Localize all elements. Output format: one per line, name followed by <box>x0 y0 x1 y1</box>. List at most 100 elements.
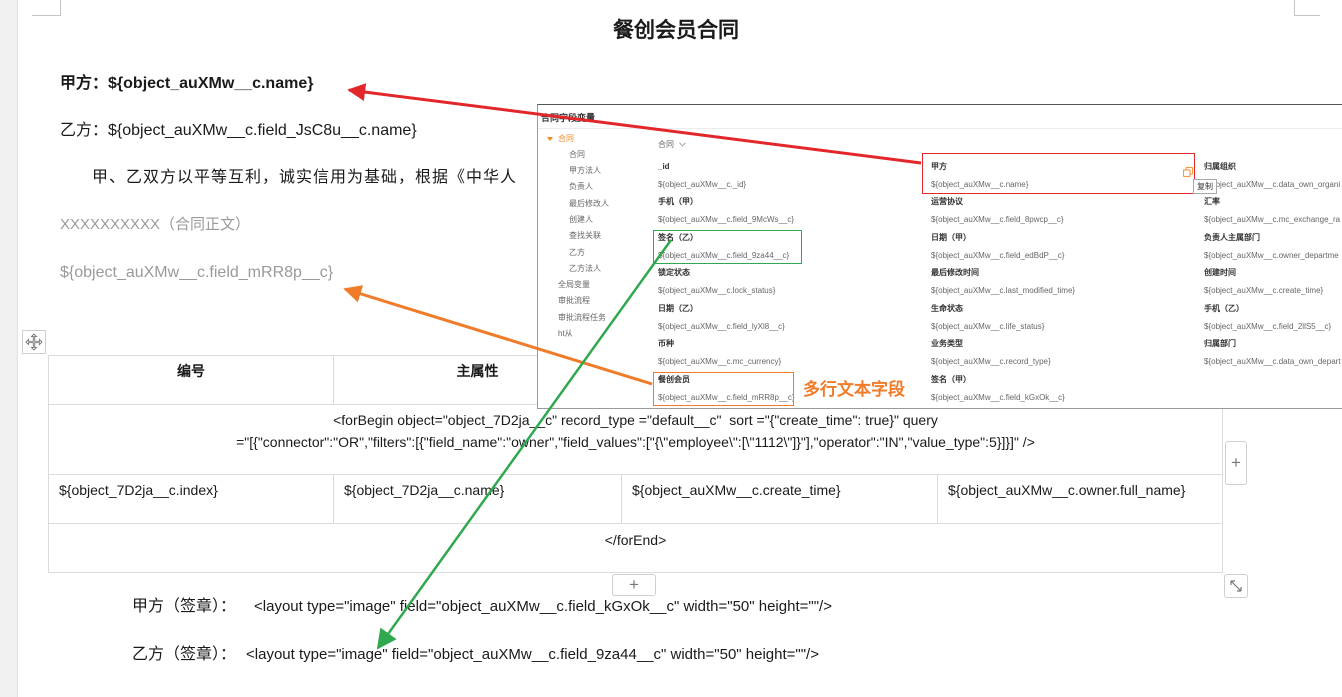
field-item[interactable]: 归属部门 ${object_auXMw__c.data_own_depart <box>1199 337 1342 373</box>
panel-title: 合同字段变量 <box>541 113 596 123</box>
signature-label: 乙方（签章）： <box>132 644 237 663</box>
field-label: 手机（甲） <box>658 197 698 206</box>
section-label: 合同 <box>658 139 674 149</box>
field-variable: ${object_auXMw__c.data_own_depart <box>1204 357 1341 366</box>
tree-item-party-b-legal[interactable]: 乙方法人 <box>569 263 601 273</box>
tree-item-approval-task[interactable]: 审批流程任务 <box>558 312 606 322</box>
field-variable: ${object_auXMw__c.lock_status} <box>658 286 776 295</box>
field-variable: ${object_auXMw__c.field_9za44__c} <box>658 250 790 260</box>
table-move-handle[interactable] <box>22 330 46 354</box>
signature-layout-tag: <layout type="image" field="object_auXMw… <box>246 646 819 663</box>
for-end-row: </forEnd> <box>48 523 1223 573</box>
signature-line-party-a: 甲方（签章）：<layout type="image" field="objec… <box>132 596 832 617</box>
section-selector[interactable]: 合同 <box>658 139 686 150</box>
field-label: 签名（甲） <box>931 374 971 384</box>
field-item[interactable]: _id ${object_auXMw__c._id} <box>653 159 926 195</box>
add-column-button[interactable]: + <box>1225 441 1247 485</box>
for-begin-row: <forBegin object="object_7D2ja__c" recor… <box>48 404 1223 475</box>
field-label: 餐创会员 <box>658 374 690 384</box>
tree-item-contract-self[interactable]: 合同 <box>569 149 585 159</box>
field-item[interactable]: 锁定状态 ${object_auXMw__c.lock_status} <box>653 266 926 302</box>
loop-cell-owner: ${object_auXMw__c.owner.full_name} <box>937 474 1223 524</box>
copy-icon[interactable] <box>1183 167 1193 177</box>
field-variable: ${object_auXMw__c.field_2llS5__c} <box>1204 321 1332 331</box>
tree-item-approval-flow[interactable]: 审批流程 <box>558 296 590 306</box>
field-variable: ${object_auXMw__c.record_type} <box>931 357 1051 366</box>
table-header-cell-number: 编号 <box>48 355 334 405</box>
tree-item-last-modifier[interactable]: 最后修改人 <box>569 198 609 208</box>
field-label: 手机（乙） <box>1204 303 1244 313</box>
field-variable: ${object_auXMw__c.mc_currency} <box>658 357 782 366</box>
field-variable: ${object_auXMw__c.create_time} <box>1204 286 1324 295</box>
field-item[interactable]: 手机（甲） ${object_auXMw__c.field_9McWs__c} <box>653 195 926 231</box>
field-item[interactable]: 手机（乙） ${object_auXMw__c.field_2llS5__c} <box>1199 301 1342 337</box>
tree-item-detail[interactable]: ht从 <box>558 329 573 339</box>
field-variable: ${object_auXMw__c.mc_exchange_ra <box>1204 215 1341 224</box>
tree-item-global-variables[interactable]: 全局变量 <box>558 280 590 290</box>
field-label: 归属组织 <box>1204 161 1236 171</box>
panel-tree: 合同 合同 甲方法人 负责人 最后修改人 创建人 查找关联 乙方 乙方法人 全局… <box>538 133 650 345</box>
intro-paragraph: 甲、乙双方以平等互利，诚实信用为基础，根据《中华人 <box>92 167 518 186</box>
page-corner-mark-top-left <box>32 0 61 16</box>
loop-cell-name: ${object_7D2ja__c.name} <box>333 474 622 524</box>
table-resize-handle[interactable] <box>1224 574 1248 598</box>
loop-cell-index: ${object_7D2ja__c.index} <box>48 474 334 524</box>
tree-item-owner[interactable]: 负责人 <box>569 182 593 192</box>
field-variable-panel: 合同字段变量 合同 合同 甲方法人 负责人 最后修改人 创建人 查找关联 乙方 … <box>537 104 1342 409</box>
resize-icon <box>1230 580 1242 592</box>
field-variable: ${object_auXMw__c._id} <box>658 179 747 189</box>
field-label: 签名（乙） <box>658 232 698 242</box>
field-grid: _id ${object_auXMw__c._id} 甲方${object_auX… <box>653 159 1342 408</box>
tree-item-creator[interactable]: 创建人 <box>569 214 593 224</box>
field-variable: ${object_auXMw__c.field_mRR8p__c} <box>658 392 795 402</box>
body-placeholder: XXXXXXXXXX（合同正文） <box>60 216 251 233</box>
party-b-label: 乙方： <box>60 120 109 139</box>
body-multiline-field: ${object_auXMw__c.field_mRR8p__c} <box>60 264 334 281</box>
field-label: 锁定状态 <box>658 268 690 277</box>
field-variable: ${object_auXMw__c.field_lyXl8__c} <box>658 321 785 331</box>
for-begin-line: <forBegin object="object_7D2ja__c" recor… <box>333 412 938 428</box>
for-end-cell: </forEnd> <box>48 523 1223 573</box>
tree-item-party-b[interactable]: 乙方 <box>569 247 585 257</box>
field-item[interactable]: 日期（乙）${object_auXMw__c.field_lyXl8__c} <box>653 301 926 337</box>
field-label: _id <box>658 161 670 171</box>
field-item[interactable]: 币种${object_auXMw__c.mc_currency} <box>653 337 926 373</box>
chevron-down-icon <box>679 141 686 147</box>
tree-item-lookup[interactable]: 查找关联 <box>569 231 601 241</box>
field-item[interactable]: 运营协议${object_auXMw__c.field_8pwcp__c} <box>926 195 1199 231</box>
field-label: 生命状态 <box>931 303 963 313</box>
field-variable: ${object_auXMw__c.field_8pwcp__c} <box>931 215 1064 224</box>
field-item[interactable]: 日期（甲） ${object_auXMw__c.field_edBdP__c} <box>926 230 1199 266</box>
field-label: 归属部门 <box>1204 339 1236 348</box>
field-variable: ${object_auXMw__c.field_9McWs__c} <box>658 215 795 224</box>
for-begin-line: ="[{"connector":"OR","filters":[{"field_… <box>236 434 1035 450</box>
party-a-label: 甲方： <box>60 73 109 92</box>
field-variable: ${object_auXMw__c.field_edBdP__c} <box>931 250 1065 260</box>
field-item[interactable]: 生命状态 ${object_auXMw__c.life_status} <box>926 301 1199 337</box>
field-item[interactable]: 汇率${object_auXMw__c.mc_exchange_ra <box>1199 195 1342 231</box>
tree-item-party-a-legal[interactable]: 甲方法人 <box>569 166 601 176</box>
multiline-field-annotation: 多行文本字段 <box>803 380 905 400</box>
highlight-box-party-a-field <box>922 153 1195 194</box>
field-label: 日期（甲） <box>931 232 971 242</box>
field-variable: ${object_auXMw__c.life_status} <box>931 321 1045 331</box>
party-a-line: 甲方：${object_auXMw__c.name} <box>60 73 313 94</box>
table-row: ${object_7D2ja__c.index} ${object_7D2ja_… <box>48 474 1223 524</box>
tree-item-contract[interactable]: 合同 <box>538 133 650 149</box>
field-item[interactable]: 归属组织 ${object_auXMw__c.data_own_organi <box>1199 159 1342 195</box>
field-item[interactable]: 签名（乙） ${object_auXMw__c.field_9za44__c} <box>653 230 926 266</box>
field-variable: ${object_auXMw__c.data_own_organi <box>1204 179 1341 189</box>
caret-down-icon[interactable] <box>547 136 553 141</box>
field-item[interactable]: 签名（甲）${object_auXMw__c.field_kGxOk__c} <box>926 372 1199 408</box>
field-item[interactable]: 甲方${object_auXMw__c.name} <box>926 159 1199 195</box>
panel-divider <box>538 128 1342 129</box>
field-item[interactable]: 最后修改时间${object_auXMw__c.last_modified_ti… <box>926 266 1199 302</box>
party-b-line: 乙方：${object_auXMw__c.field_JsC8u__c.name… <box>60 120 417 141</box>
field-item[interactable]: 餐创会员 ${object_auXMw__c.field_mRR8p__c} <box>653 372 926 408</box>
field-item[interactable]: 负责人主属部门${object_auXMw__c.owner_departme <box>1199 230 1342 266</box>
add-row-button[interactable]: + <box>612 574 656 596</box>
field-item[interactable]: 创建时间${object_auXMw__c.create_time} <box>1199 266 1342 302</box>
signature-line-party-b: 乙方（签章）： <layout type="image" field="objec… <box>132 644 819 665</box>
signature-layout-tag: <layout type="image" field="object_auXMw… <box>254 598 832 615</box>
field-item[interactable]: 业务类型${object_auXMw__c.record_type} <box>926 337 1199 373</box>
